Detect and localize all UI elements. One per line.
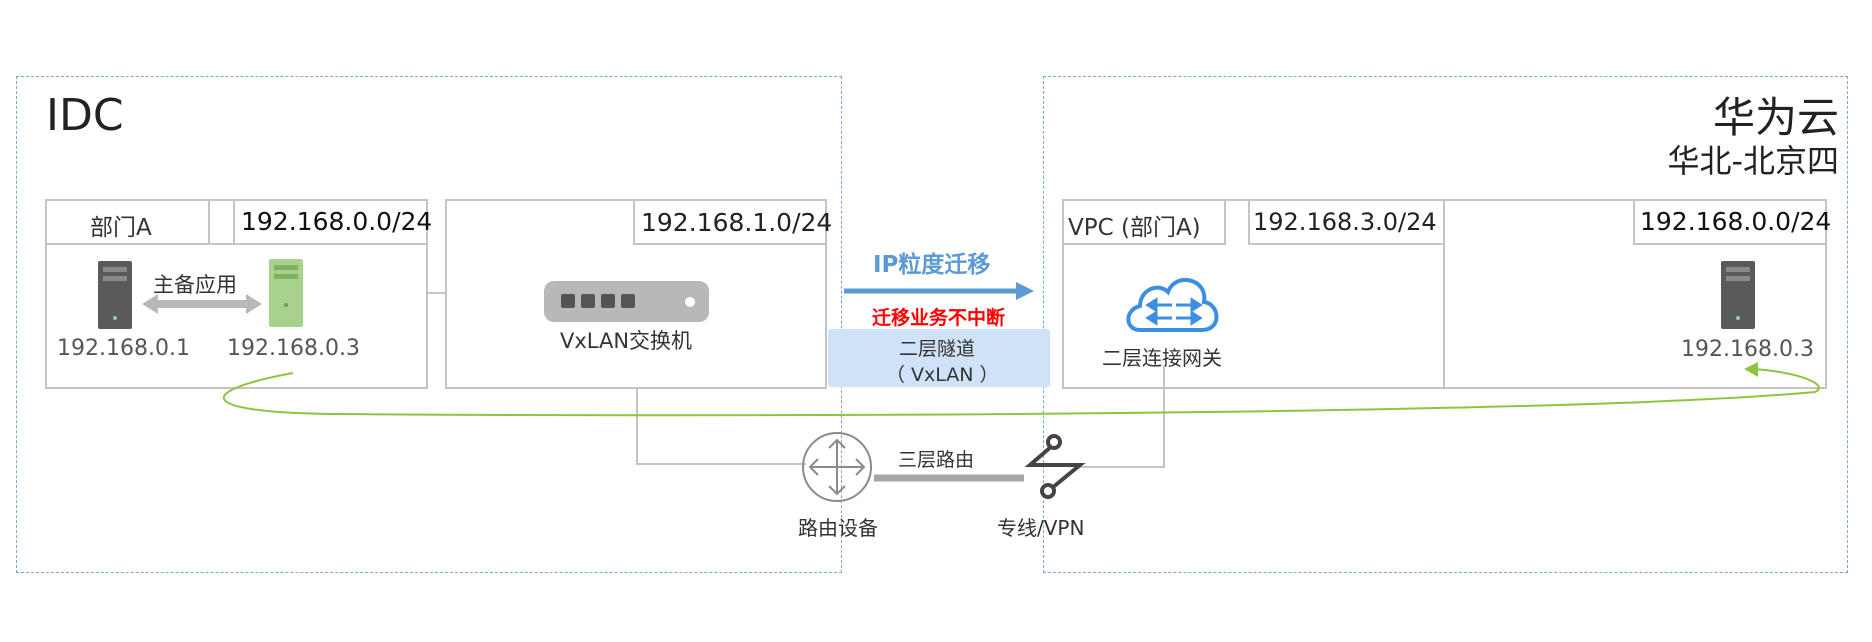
switch-label: VxLAN交换机 [560, 329, 693, 353]
migration-label: IP粒度迁移 [873, 252, 991, 278]
vpc-inner-divider [1443, 199, 1445, 389]
tunnel-line1: 二层隧道 [899, 338, 976, 360]
dept-a-subnet: 192.168.0.0/24 [241, 207, 433, 236]
green-migration-loop [222, 368, 1820, 417]
switch-to-router-connector [636, 389, 806, 465]
switch-subnet-box [633, 199, 827, 245]
tunnel-box [828, 329, 1050, 387]
gateway-label: 二层连接网关 [1102, 346, 1222, 370]
tunnel-line2: （ VxLAN ） [886, 364, 999, 386]
cloud-region-label: 华北-北京四 [1667, 142, 1839, 180]
idc-title: IDC [46, 90, 124, 141]
dept-a-label: 部门A [90, 215, 152, 241]
standby-label: 主备应用 [153, 273, 237, 297]
vpc-subnet-box [1248, 199, 1443, 245]
vpc-subnet: 192.168.3.0/24 [1253, 208, 1437, 236]
server2-ip: 192.168.0.3 [227, 336, 360, 361]
cloud-region [1043, 76, 1848, 573]
cloud-title: 华为云 [1712, 93, 1839, 142]
lightning-link-icon [1024, 434, 1086, 499]
idc-region [16, 76, 842, 573]
l3-routing-label: 三层路由 [898, 449, 975, 471]
server-icon [1721, 261, 1755, 329]
vpn-to-gateway-connector [1080, 365, 1165, 468]
cloud-subnet2: 192.168.0.0/24 [1640, 207, 1832, 236]
green-arrowhead [1744, 362, 1758, 377]
router-icon [802, 432, 872, 502]
server-icon [98, 261, 132, 329]
dept-a-header-divider [208, 199, 210, 245]
server1-ip: 192.168.0.1 [57, 336, 190, 361]
cloud-subnet2-box [1633, 199, 1827, 245]
switch-subnet: 192.168.1.0/24 [641, 208, 833, 237]
dept-a-subnet-box [233, 199, 428, 245]
server-icon [269, 259, 303, 327]
vpn-label: 专线/VPN [997, 516, 1085, 540]
router-label: 路由设备 [798, 516, 878, 540]
dept-a-header-line [45, 243, 428, 245]
vpc-label: VPC (部门A) [1068, 215, 1201, 241]
migration-arrow-head [1016, 282, 1034, 300]
no-interrupt-label: 迁移业务不中断 [872, 307, 1006, 329]
switch-icon [544, 281, 709, 322]
cloud-server-ip: 192.168.0.3 [1681, 337, 1814, 362]
cloud-gateway-icon [1126, 278, 1219, 332]
vpc-label-box [1062, 199, 1226, 245]
standby-double-arrow [142, 294, 262, 314]
